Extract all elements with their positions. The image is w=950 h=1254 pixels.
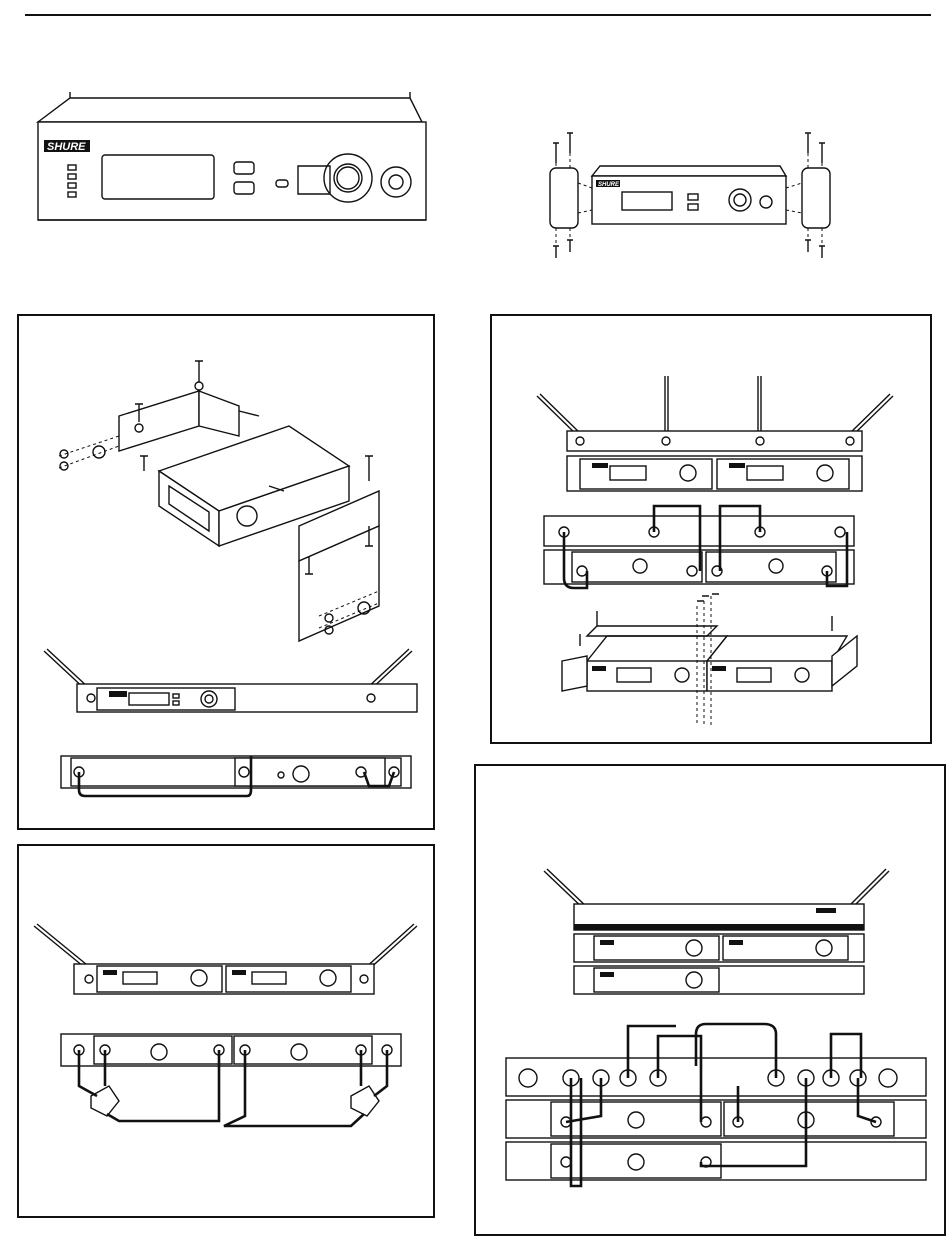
dual-rear-view (544, 506, 854, 588)
antenna-distribution-illustration (476, 766, 944, 1234)
panel-antenna-distribution (474, 764, 946, 1236)
left-rack-ear (550, 168, 578, 228)
right-splitter (351, 1086, 379, 1116)
single-rack-mount-illustration (19, 316, 433, 828)
exploded-bracket-view (59, 361, 379, 641)
splitter-rear-view (61, 1034, 401, 1126)
panel-dual-rack-mount (490, 314, 932, 744)
header-rule (25, 14, 931, 16)
screws-bottom (553, 240, 825, 258)
dual-coupling-exploded (562, 594, 857, 726)
distribution-front-view (544, 869, 889, 994)
panel-single-rack-mount (17, 314, 435, 830)
dual-splitter-illustration (19, 846, 433, 1216)
distribution-rear-view (506, 1024, 926, 1186)
svg-text:SHURE: SHURE (47, 141, 86, 153)
dual-front-antennas (537, 376, 893, 491)
rack-ears-illustration: SHURE (540, 128, 830, 268)
rear-rack-view (61, 756, 411, 796)
screws-top (553, 133, 825, 163)
left-splitter (91, 1086, 119, 1116)
svg-text:SHURE: SHURE (598, 182, 620, 188)
receiver-front-illustration: SHURE (30, 90, 430, 230)
splitter-front-view (34, 924, 417, 994)
panel-dual-splitter (17, 844, 435, 1218)
front-rack-view (44, 649, 417, 712)
dual-rack-mount-illustration (492, 316, 930, 742)
right-rack-ear (802, 168, 830, 228)
